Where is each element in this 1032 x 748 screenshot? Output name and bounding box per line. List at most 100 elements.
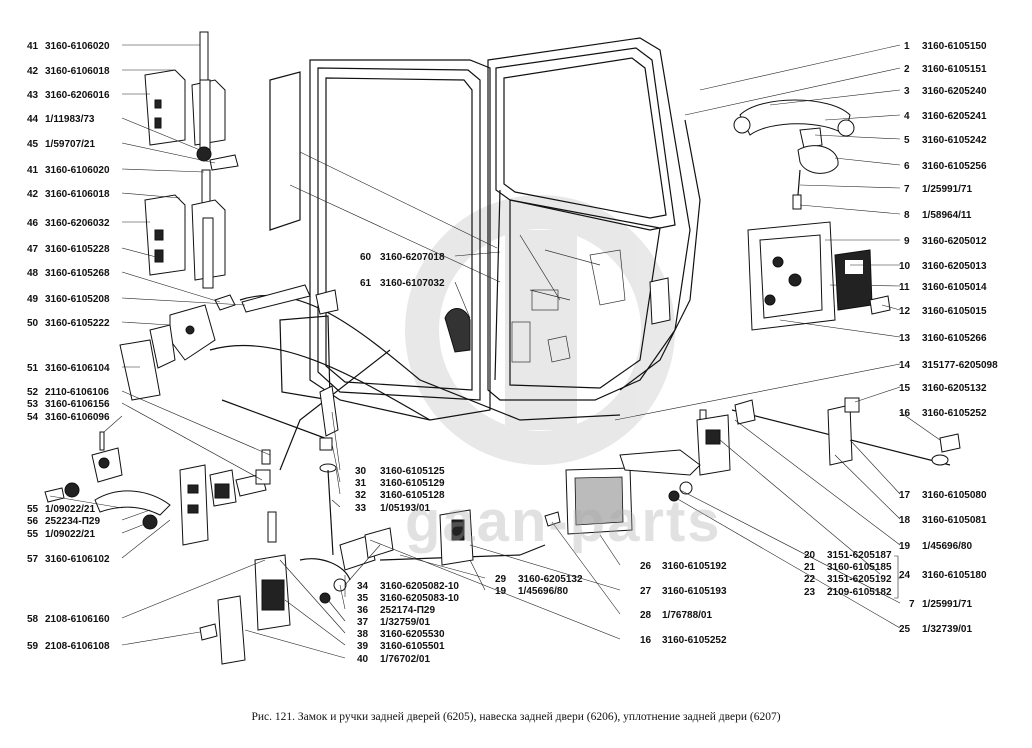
label-number: 50 (27, 318, 39, 329)
part-code: 3160-6205083-10 (380, 593, 459, 604)
part-code: 3160-6105252 (922, 408, 987, 419)
part-code: 2109-6105182 (827, 587, 892, 598)
label-number: 39 (357, 641, 369, 652)
label-number: 46 (27, 218, 39, 229)
part-code: 3160-6105185 (827, 562, 892, 573)
label-number: 17 (899, 490, 911, 501)
part-code: 1/25991/71 (922, 184, 972, 195)
label-number: 21 (804, 562, 816, 573)
label-number: 36 (357, 605, 369, 616)
part-code: 315177-6205098 (922, 360, 998, 371)
part-code: 3160-6105268 (45, 268, 110, 279)
label-number: 14 (899, 360, 911, 371)
part-code: 3160-6105015 (922, 306, 987, 317)
part-code: 3160-6205530 (380, 629, 445, 640)
outside-handle (733, 99, 855, 210)
label-number: 32 (355, 490, 367, 501)
part-code: 1/59707/21 (45, 139, 95, 150)
part-code: 3160-6105180 (922, 570, 987, 581)
label-number: 19 (899, 541, 911, 552)
part-code: 3160-6105252 (662, 635, 727, 646)
rear-door-outline (487, 37, 701, 401)
rear-door-lock (649, 221, 891, 331)
label-number: 5 (904, 135, 910, 146)
label-number: 7 (904, 184, 910, 195)
part-code: 3160-6105228 (45, 244, 110, 255)
label-number: 4 (904, 111, 910, 122)
label-number: 12 (899, 306, 911, 317)
label-number: 30 (355, 466, 367, 477)
part-code: 3160-6105150 (922, 41, 987, 52)
label-number: 8 (904, 210, 910, 221)
part-code: 3160-6205240 (922, 86, 987, 97)
label-number: 34 (357, 581, 369, 592)
part-code: 1/09022/21 (45, 504, 95, 515)
label-number: 48 (27, 268, 39, 279)
part-code: 3160-6105193 (662, 586, 727, 597)
label-number: 28 (640, 610, 652, 621)
part-code: 3151-6205192 (827, 574, 892, 585)
part-code: 1/45696/80 (518, 586, 568, 597)
label-number: 38 (357, 629, 369, 640)
part-code: 3160-6105256 (922, 161, 987, 172)
label-number: 47 (27, 244, 39, 255)
label-number: 60 (360, 252, 372, 263)
part-code: 3160-6106018 (45, 189, 110, 200)
label-number: 33 (355, 503, 367, 514)
part-code: 252234-П29 (45, 516, 100, 527)
label-number: 40 (357, 654, 369, 665)
hinge-lower (144, 169, 226, 289)
label-number: 16 (640, 635, 652, 646)
outer-handle-plate (439, 467, 633, 566)
part-code: 3160-6105080 (922, 490, 987, 501)
part-code: 2108-6106160 (45, 614, 110, 625)
part-code: 3160-6105128 (380, 490, 445, 501)
leader-lines (49, 44, 941, 659)
hinge-upper (144, 31, 239, 171)
part-code: 3160-6106102 (45, 554, 110, 565)
label-number: 2 (904, 64, 910, 75)
part-code: 3160-6107032 (380, 278, 445, 289)
part-code: 3160-6106020 (45, 165, 110, 176)
label-number: 55 (27, 529, 39, 540)
label-number: 10 (899, 261, 911, 272)
watermark-text: gaan-parts (405, 489, 722, 554)
label-number: 55 (27, 504, 39, 515)
part-code: 3160-6206032 (45, 218, 110, 229)
part-code: 3160-6106020 (45, 41, 110, 52)
label-number: 52 (27, 387, 39, 398)
part-code: 3160-6207018 (380, 252, 445, 263)
label-number: 19 (495, 586, 507, 597)
label-number: 13 (899, 333, 911, 344)
label-number: 35 (357, 593, 369, 604)
label-number: 42 (27, 189, 39, 200)
label-number: 15 (899, 383, 911, 394)
label-number: 37 (357, 617, 369, 628)
striker-and-links (619, 397, 961, 502)
part-code: 3160-6105129 (380, 478, 445, 489)
label-number: 41 (27, 165, 39, 176)
watermark-logo (405, 195, 675, 465)
label-number: 26 (640, 561, 652, 572)
part-code: 1/76702/01 (380, 654, 430, 665)
part-code: 3160-6106096 (45, 412, 110, 423)
label-number: 1 (904, 41, 910, 52)
part-code: 1/45696/80 (922, 541, 972, 552)
label-number: 27 (640, 586, 652, 597)
right-label-column: 1 3160-6105150 2 3160-6105151 3 3160-620… (899, 41, 998, 635)
brace-20-23 (894, 555, 902, 599)
part-code: 3160-6105151 (922, 64, 987, 75)
part-code: 1/32739/01 (922, 624, 972, 635)
label-number: 22 (804, 574, 816, 585)
part-code: 3160-6106018 (45, 66, 110, 77)
part-code: 1/58964/11 (922, 210, 972, 221)
label-number: 45 (27, 139, 39, 150)
label-number: 43 (27, 90, 39, 101)
label-number: 61 (360, 278, 372, 289)
label-number: 29 (495, 574, 507, 585)
part-code: 3160-6106104 (45, 363, 110, 374)
part-code: 1/11983/73 (45, 114, 95, 125)
label-number: 20 (804, 550, 816, 561)
seal-part-60 (494, 189, 501, 381)
